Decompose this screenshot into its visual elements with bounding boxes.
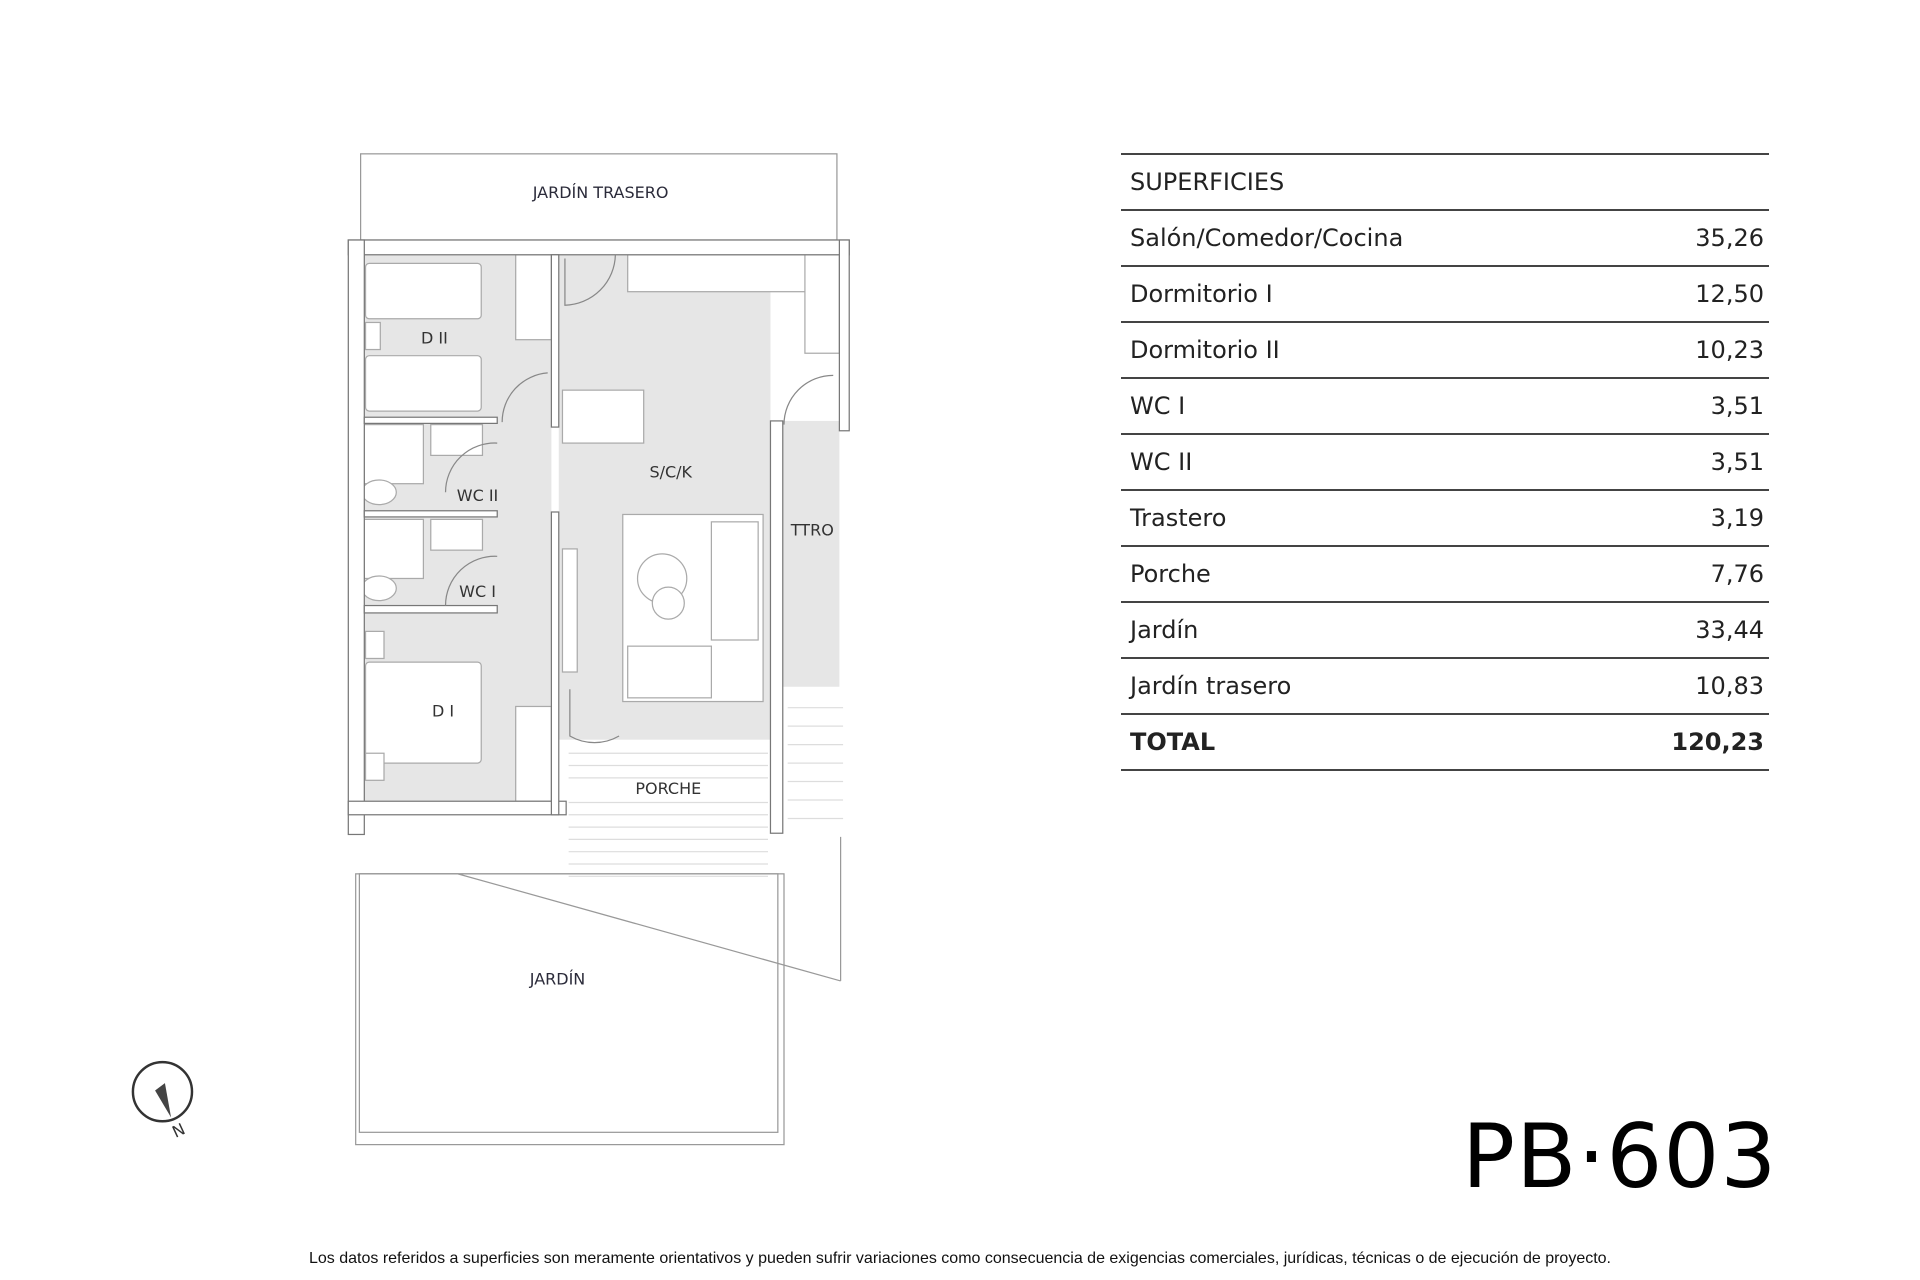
row-name: Dormitorio II [1130, 336, 1280, 364]
kitchen-counter-side [804, 254, 840, 354]
dining-table [561, 389, 645, 444]
table-row: Jardín trasero 10,83 [1121, 659, 1769, 715]
wardrobe-d1 [515, 705, 552, 802]
row-name: Jardín [1130, 616, 1199, 644]
row-value: 33,44 [1695, 616, 1764, 644]
disclaimer-footer: Los datos referidos a superficies son me… [308, 1250, 1611, 1267]
row-value: 3,51 [1710, 392, 1764, 420]
label-d2: D II [421, 328, 448, 347]
row-name: Salón/Comedor/Cocina [1130, 224, 1404, 252]
label-sck: S/C/K [649, 463, 692, 482]
label-wc1: WC I [459, 582, 496, 601]
sofa [627, 645, 712, 699]
sink-wc1 [430, 518, 484, 551]
pouf [651, 586, 685, 620]
nightstand-d1-a [364, 630, 385, 660]
wall-wc1-bottom [363, 604, 498, 614]
table-row: WC I 3,51 [1121, 379, 1769, 435]
door-d2 [501, 372, 548, 423]
table-row: Dormitorio I 12,50 [1121, 267, 1769, 323]
label-jardin-trasero: JARDÍN TRASERO [532, 183, 669, 202]
armchair [710, 521, 759, 641]
wall-d2-bottom [363, 416, 498, 424]
label-ttro: TTRO [790, 520, 834, 539]
table-row: Trastero 3,19 [1121, 491, 1769, 547]
toilet-wc2 [361, 479, 397, 506]
tv-unit [561, 548, 578, 673]
row-name: Jardín trasero [1130, 672, 1292, 700]
unit-code: PB·603 [1462, 1105, 1778, 1208]
table-row: Salón/Comedor/Cocina 35,26 [1121, 211, 1769, 267]
north-compass-icon: N [131, 1060, 194, 1142]
wall-right [838, 239, 850, 432]
wall-bottom-left [347, 800, 567, 816]
door-wc2 [444, 442, 498, 493]
bed-d1 [364, 661, 482, 764]
surfaces-table: SUPERFICIES Salón/Comedor/Cocina 35,26 Do… [1121, 153, 1769, 771]
bed-d2-top [364, 262, 482, 320]
row-name: Dormitorio I [1130, 280, 1273, 308]
bed-d2-bottom [364, 355, 482, 412]
row-name: WC II [1130, 448, 1193, 476]
compass-north-label: N [169, 1119, 188, 1141]
row-value: 10,23 [1695, 336, 1764, 364]
wall-wc-divider [363, 510, 498, 518]
table-row: Porche 7,76 [1121, 547, 1769, 603]
label-d1: D I [432, 701, 454, 720]
kitchen-counter-top [627, 254, 840, 293]
row-value: 35,26 [1695, 224, 1764, 252]
label-wc2: WC II [457, 486, 499, 505]
table-row: WC II 3,51 [1121, 435, 1769, 491]
toilet-wc1 [361, 575, 397, 602]
nightstand-d1-b [364, 752, 385, 781]
nightstand-d2 [364, 321, 381, 351]
door-entrance [569, 689, 620, 744]
row-value: 3,19 [1710, 504, 1764, 532]
row-name: Porche [1130, 560, 1211, 588]
door-ttro [783, 374, 834, 425]
row-name: Trastero [1130, 504, 1227, 532]
total-label: TOTAL [1130, 728, 1216, 756]
surfaces-title: SUPERFICIES [1130, 168, 1285, 196]
row-value: 12,50 [1695, 280, 1764, 308]
total-value: 120,23 [1671, 728, 1764, 756]
garden-outline-inner [358, 873, 779, 1133]
wall-left [347, 239, 365, 836]
door-kitchen-top [564, 254, 616, 306]
table-row: Jardín 33,44 [1121, 603, 1769, 659]
wall-ttro [769, 420, 784, 834]
door-wc1 [444, 555, 498, 606]
row-name: WC I [1130, 392, 1186, 420]
wardrobe-d2 [515, 254, 552, 341]
row-value: 3,51 [1710, 448, 1764, 476]
porch-hatch [568, 707, 844, 877]
wall-mid-vertical [550, 254, 560, 428]
row-value: 10,83 [1695, 672, 1764, 700]
table-row: Dormitorio II 10,23 [1121, 323, 1769, 379]
sink-wc2 [430, 424, 484, 456]
total-row: TOTAL 120,23 [1121, 715, 1769, 771]
surfaces-header: SUPERFICIES [1121, 153, 1769, 211]
label-porche: PORCHE [635, 779, 701, 798]
shower-wc2 [363, 424, 424, 485]
shower-wc1 [363, 518, 424, 580]
label-jardin: JARDÍN [529, 970, 586, 989]
wall-top [347, 239, 850, 256]
wall-mid-vertical-2 [550, 511, 560, 816]
garden-outline-outer [355, 873, 785, 1146]
row-value: 7,76 [1710, 560, 1764, 588]
